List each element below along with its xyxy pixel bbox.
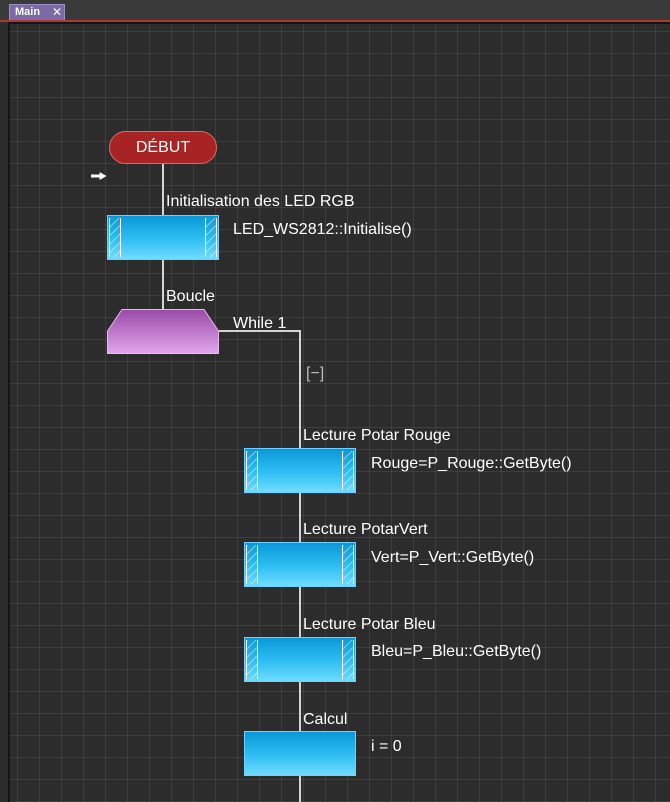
calc-code: i = 0: [371, 738, 402, 755]
close-icon[interactable]: ✕: [52, 5, 63, 19]
read-red-title: Lecture Potar Rouge: [303, 427, 451, 444]
read-green-call-block[interactable]: [244, 542, 356, 587]
init-title: Initialisation des LED RGB: [166, 193, 355, 210]
tab-main-label: Main: [15, 6, 41, 18]
tab-underline: [0, 20, 670, 22]
connector-start-init: [162, 164, 164, 215]
start-terminal[interactable]: DÉBUT: [109, 131, 217, 164]
connector-init-loop: [162, 260, 164, 309]
connector-loop-horizontal: [219, 330, 301, 332]
read-green-title: Lecture PotarVert: [303, 521, 428, 538]
read-blue-title: Lecture Potar Bleu: [303, 616, 436, 633]
read-red-code: Rouge=P_Rouge::GetByte(): [371, 455, 572, 472]
calc-block[interactable]: [244, 731, 356, 776]
calc-title: Calcul: [303, 711, 348, 728]
init-code: LED_WS2812::Initialise(): [233, 221, 412, 238]
read-green-code: Vert=P_Vert::GetByte(): [371, 549, 535, 566]
collapse-button[interactable]: [−]: [306, 365, 325, 382]
init-call-block[interactable]: [107, 215, 219, 260]
flowchart-canvas[interactable]: [8, 22, 670, 802]
start-label: DÉBUT: [135, 139, 191, 156]
arrow-right-icon: 🠚: [90, 166, 108, 188]
loop-condition: While 1: [233, 315, 287, 332]
loop-title: Boucle: [166, 288, 215, 305]
tab-bar: Main ✕: [0, 0, 670, 20]
read-red-call-block[interactable]: [244, 448, 356, 493]
loop-block[interactable]: [107, 309, 219, 354]
tab-main[interactable]: Main ✕: [9, 4, 65, 20]
read-blue-call-block[interactable]: [244, 637, 356, 682]
read-blue-code: Bleu=P_Bleu::GetByte(): [371, 643, 542, 660]
